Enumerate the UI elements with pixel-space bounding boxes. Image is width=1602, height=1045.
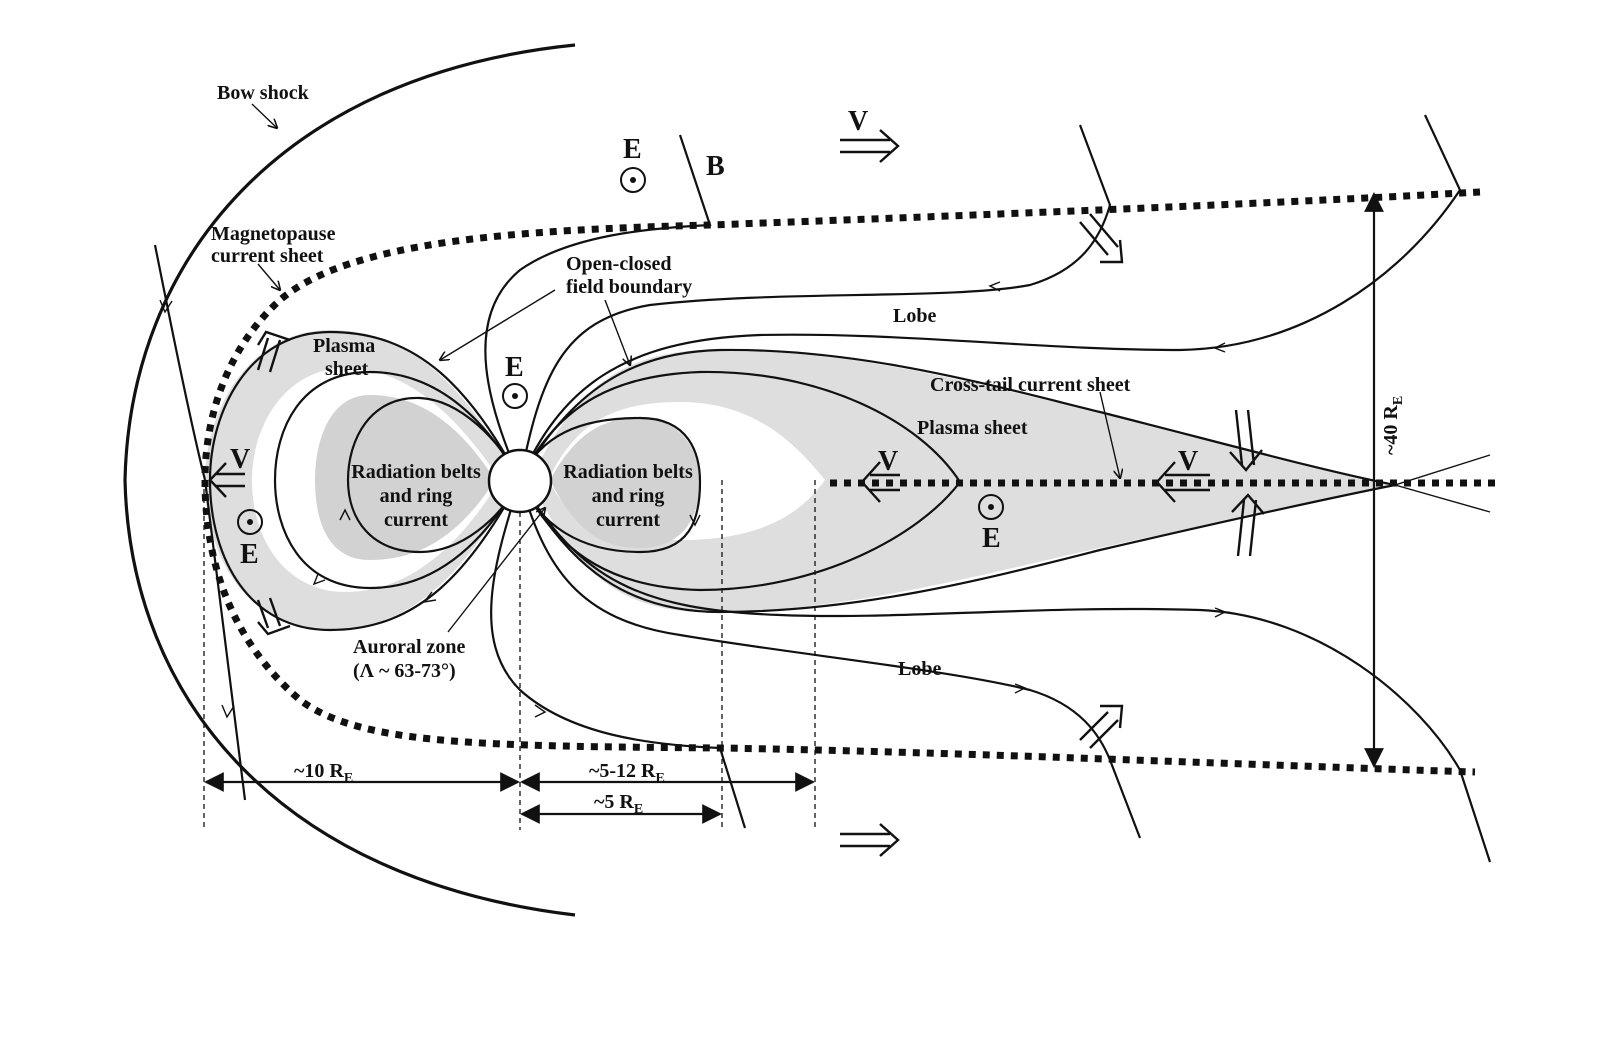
field-direction-arrows bbox=[159, 281, 1227, 719]
radiation-right-line1: Radiation belts bbox=[563, 461, 693, 483]
distance-5-12re-label: ~5-12 RE bbox=[589, 760, 665, 786]
v-label-tail-inner: V bbox=[878, 446, 898, 477]
auroral-zone-line1: Auroral zone bbox=[353, 636, 466, 658]
lobe-north-label: Lobe bbox=[893, 305, 936, 327]
magnetopause-south bbox=[201, 479, 1476, 776]
e-field-symbol-day bbox=[237, 509, 263, 535]
v-label-day: V bbox=[230, 444, 250, 475]
flow-arrows bbox=[208, 129, 1265, 857]
magnetopause-label-line1: Magnetopause bbox=[211, 223, 336, 245]
magnetopause-label-line2: current sheet bbox=[211, 245, 324, 267]
bow-shock-curve bbox=[123, 43, 576, 917]
auroral-zone-line2: (Λ ~ 63-73°) bbox=[353, 660, 456, 682]
e-label-earth: E bbox=[505, 352, 524, 383]
radiation-left-line3: current bbox=[384, 509, 448, 531]
bow-shock-label: Bow shock bbox=[217, 82, 310, 104]
open-closed-label-line2: field boundary bbox=[566, 276, 692, 298]
b-label: B bbox=[706, 151, 725, 182]
e-field-symbol-top bbox=[620, 167, 646, 193]
e-field-symbol-tail bbox=[978, 494, 1004, 520]
distance-10re-label: ~10 RE bbox=[294, 760, 353, 786]
e-field-symbol-earth bbox=[502, 383, 528, 409]
plasma-sheet-tail-label: Plasma sheet bbox=[917, 417, 1028, 439]
earth-circle bbox=[487, 448, 553, 514]
cross-tail-label: Cross-tail current sheet bbox=[930, 374, 1131, 396]
plasma-sheet-day-label-line1: Plasma bbox=[313, 335, 375, 357]
radiation-right-line3: current bbox=[596, 509, 660, 531]
lobe-south-label: Lobe bbox=[898, 658, 941, 680]
plasma-sheet-dayside-region bbox=[205, 330, 520, 630]
radiation-left-line1: Radiation belts bbox=[351, 461, 481, 483]
v-label-tail-outer: V bbox=[1178, 446, 1198, 477]
v-label-solar-wind: V bbox=[848, 106, 868, 137]
e-label-top: E bbox=[623, 134, 642, 165]
radiation-left-line2: and ring bbox=[380, 485, 453, 507]
plasma-sheet-day-label-line2: sheet bbox=[325, 358, 369, 380]
radiation-right-line2: and ring bbox=[592, 485, 665, 507]
distance-40re-label: ~40 RE bbox=[1380, 396, 1406, 455]
distance-guides bbox=[203, 192, 1384, 830]
distance-5re-label: ~5 RE bbox=[594, 791, 643, 817]
magnetopause-north bbox=[201, 188, 1481, 481]
e-label-tail: E bbox=[982, 523, 1001, 554]
open-closed-label-line1: Open-closed bbox=[566, 253, 672, 275]
electric-field-symbols bbox=[237, 167, 1004, 535]
leader-lines bbox=[251, 103, 1120, 633]
e-label-day: E bbox=[240, 539, 259, 570]
